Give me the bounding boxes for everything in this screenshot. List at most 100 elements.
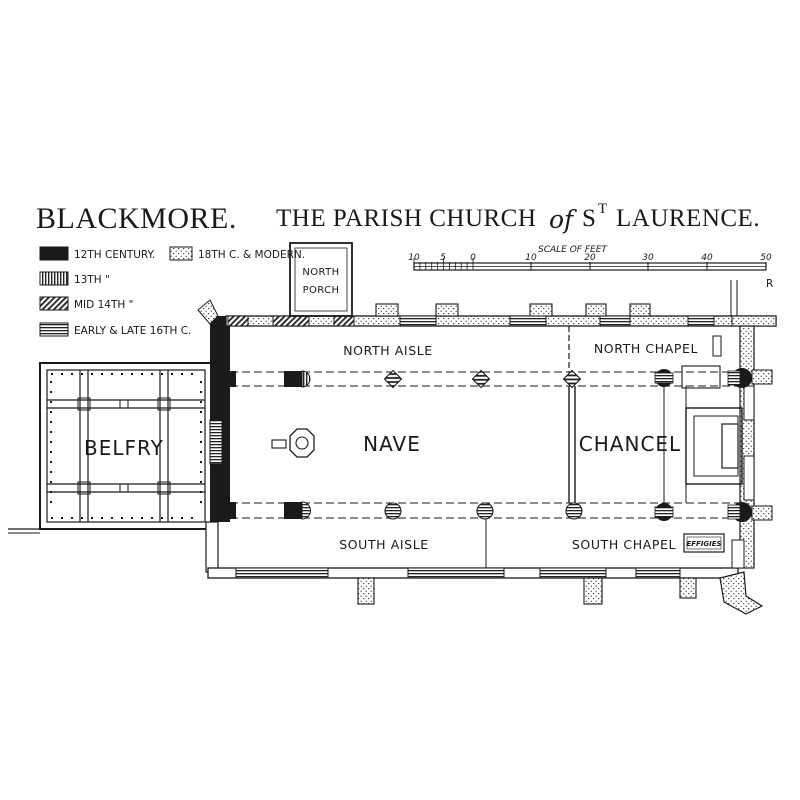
pier-round: [384, 502, 402, 520]
belfry-post: [200, 471, 202, 473]
belfry-post: [200, 431, 202, 433]
altar: [685, 407, 743, 485]
room-labels: NORTH AISLE NORTH CHAPEL NAVE CHANCEL SO…: [339, 341, 697, 552]
belfry-post: [200, 421, 202, 423]
belfry-post: [50, 431, 52, 433]
legend-swatch-18th: [169, 246, 193, 261]
legend-swatch-mid14th: [39, 296, 69, 311]
legend-16th-label: EARLY & LATE 16TH C.: [74, 325, 191, 337]
scale-tick-label: 20: [584, 253, 596, 263]
title-saint: S: [582, 205, 596, 232]
pier-diamond: [471, 369, 491, 389]
scale-tick-label: 0: [470, 253, 476, 263]
effigies: EFFIGIES: [683, 533, 725, 553]
title-of: of: [549, 205, 577, 234]
belfry-post: [141, 373, 143, 375]
belfry-post: [191, 373, 193, 375]
south-aisle-label: SOUTH AISLE: [339, 537, 429, 552]
legend-12th-label: 12TH CENTURY.: [74, 249, 155, 261]
legend: 12TH CENTURY. 18TH C. & MODERN. 13TH " M…: [39, 246, 305, 337]
belfry-post: [111, 517, 113, 519]
belfry-post: [161, 517, 163, 519]
belfry: BELFRY: [8, 362, 213, 534]
belfry-post: [161, 373, 163, 375]
belfry-post: [51, 517, 53, 519]
north-chapel-niche: [712, 335, 722, 357]
north-aisle-label: NORTH AISLE: [343, 343, 433, 358]
legend-swatch-12th: [39, 246, 69, 261]
belfry-post: [50, 411, 52, 413]
belfry-post: [200, 401, 202, 403]
scale-tick-label: 10: [525, 253, 537, 263]
belfry-post: [191, 517, 193, 519]
belfry-post: [200, 391, 202, 393]
belfry-post: [121, 373, 123, 375]
belfry-post: [181, 517, 183, 519]
belfry-post: [81, 373, 83, 375]
belfry-post: [171, 373, 173, 375]
south-chapel-label: SOUTH CHAPEL: [572, 537, 676, 552]
pier-diamond: [562, 369, 582, 389]
belfry-post: [50, 471, 52, 473]
west-wall-12th-century: [210, 316, 230, 522]
belfry-post: [200, 441, 202, 443]
pier-diamond: [383, 369, 403, 389]
belfry-post: [101, 517, 103, 519]
belfry-post: [91, 373, 93, 375]
legend-18th-label: 18TH C. & MODERN.: [198, 249, 305, 261]
belfry-post: [71, 517, 73, 519]
belfry-post: [111, 373, 113, 375]
scale-tick-label: 10: [408, 253, 420, 263]
pier-12th-south: [284, 502, 302, 519]
north-porch-label-1: NORTH: [302, 267, 339, 278]
title-saint-sup: T: [598, 201, 607, 217]
belfry-post: [50, 381, 52, 383]
belfry-post: [151, 373, 153, 375]
north-arcade: [230, 371, 740, 387]
belfry-post: [171, 517, 173, 519]
pier-12th-north: [284, 371, 302, 387]
belfry-post: [50, 481, 52, 483]
altar-outer: [685, 407, 743, 485]
belfry-post: [200, 481, 202, 483]
north-porch: NORTH PORCH: [289, 242, 353, 317]
piers: [222, 368, 752, 522]
scale-bar: SCALE OF FEET 10 5 0 10 20 30 40 50 R: [408, 245, 773, 316]
belfry-post: [200, 381, 202, 383]
belfry-post: [121, 517, 123, 519]
belfry-post: [200, 491, 202, 493]
south-wall: [207, 567, 764, 615]
title: BLACKMORE. THE PARISH CHURCH of S T LAUR…: [36, 201, 760, 235]
effigies-box: [683, 533, 725, 553]
scale-tick-label: 50: [760, 253, 772, 263]
scale-tick-labels: 10 5 0 10 20 30 40 50: [408, 253, 772, 263]
belfry-post: [61, 517, 63, 519]
belfry-post: [50, 401, 52, 403]
belfry-post: [200, 451, 202, 453]
north-porch-wall: [289, 242, 353, 317]
belfry-post: [50, 461, 52, 463]
belfry-post: [131, 373, 133, 375]
belfry-post: [50, 501, 52, 503]
belfry-post: [81, 517, 83, 519]
belfry-post: [91, 517, 93, 519]
north-wall: [225, 303, 777, 327]
chancel-label: CHANCEL: [579, 432, 681, 456]
legend-swatch-13th: [39, 271, 69, 286]
belfry-post: [200, 411, 202, 413]
legend-swatch-16th: [39, 322, 69, 337]
scale-tick-label: 30: [642, 253, 654, 263]
scale-letter-r: R: [766, 278, 773, 290]
belfry-post: [200, 501, 202, 503]
belfry-post: [151, 517, 153, 519]
belfry-post: [50, 391, 52, 393]
nave-label: NAVE: [363, 432, 421, 456]
belfry-post: [50, 441, 52, 443]
belfry-post: [181, 373, 183, 375]
west-wall: [197, 299, 230, 573]
belfry-post: [50, 421, 52, 423]
effigies-label: EFFIGIES: [686, 540, 721, 548]
belfry-post: [50, 451, 52, 453]
belfry-post: [71, 373, 73, 375]
